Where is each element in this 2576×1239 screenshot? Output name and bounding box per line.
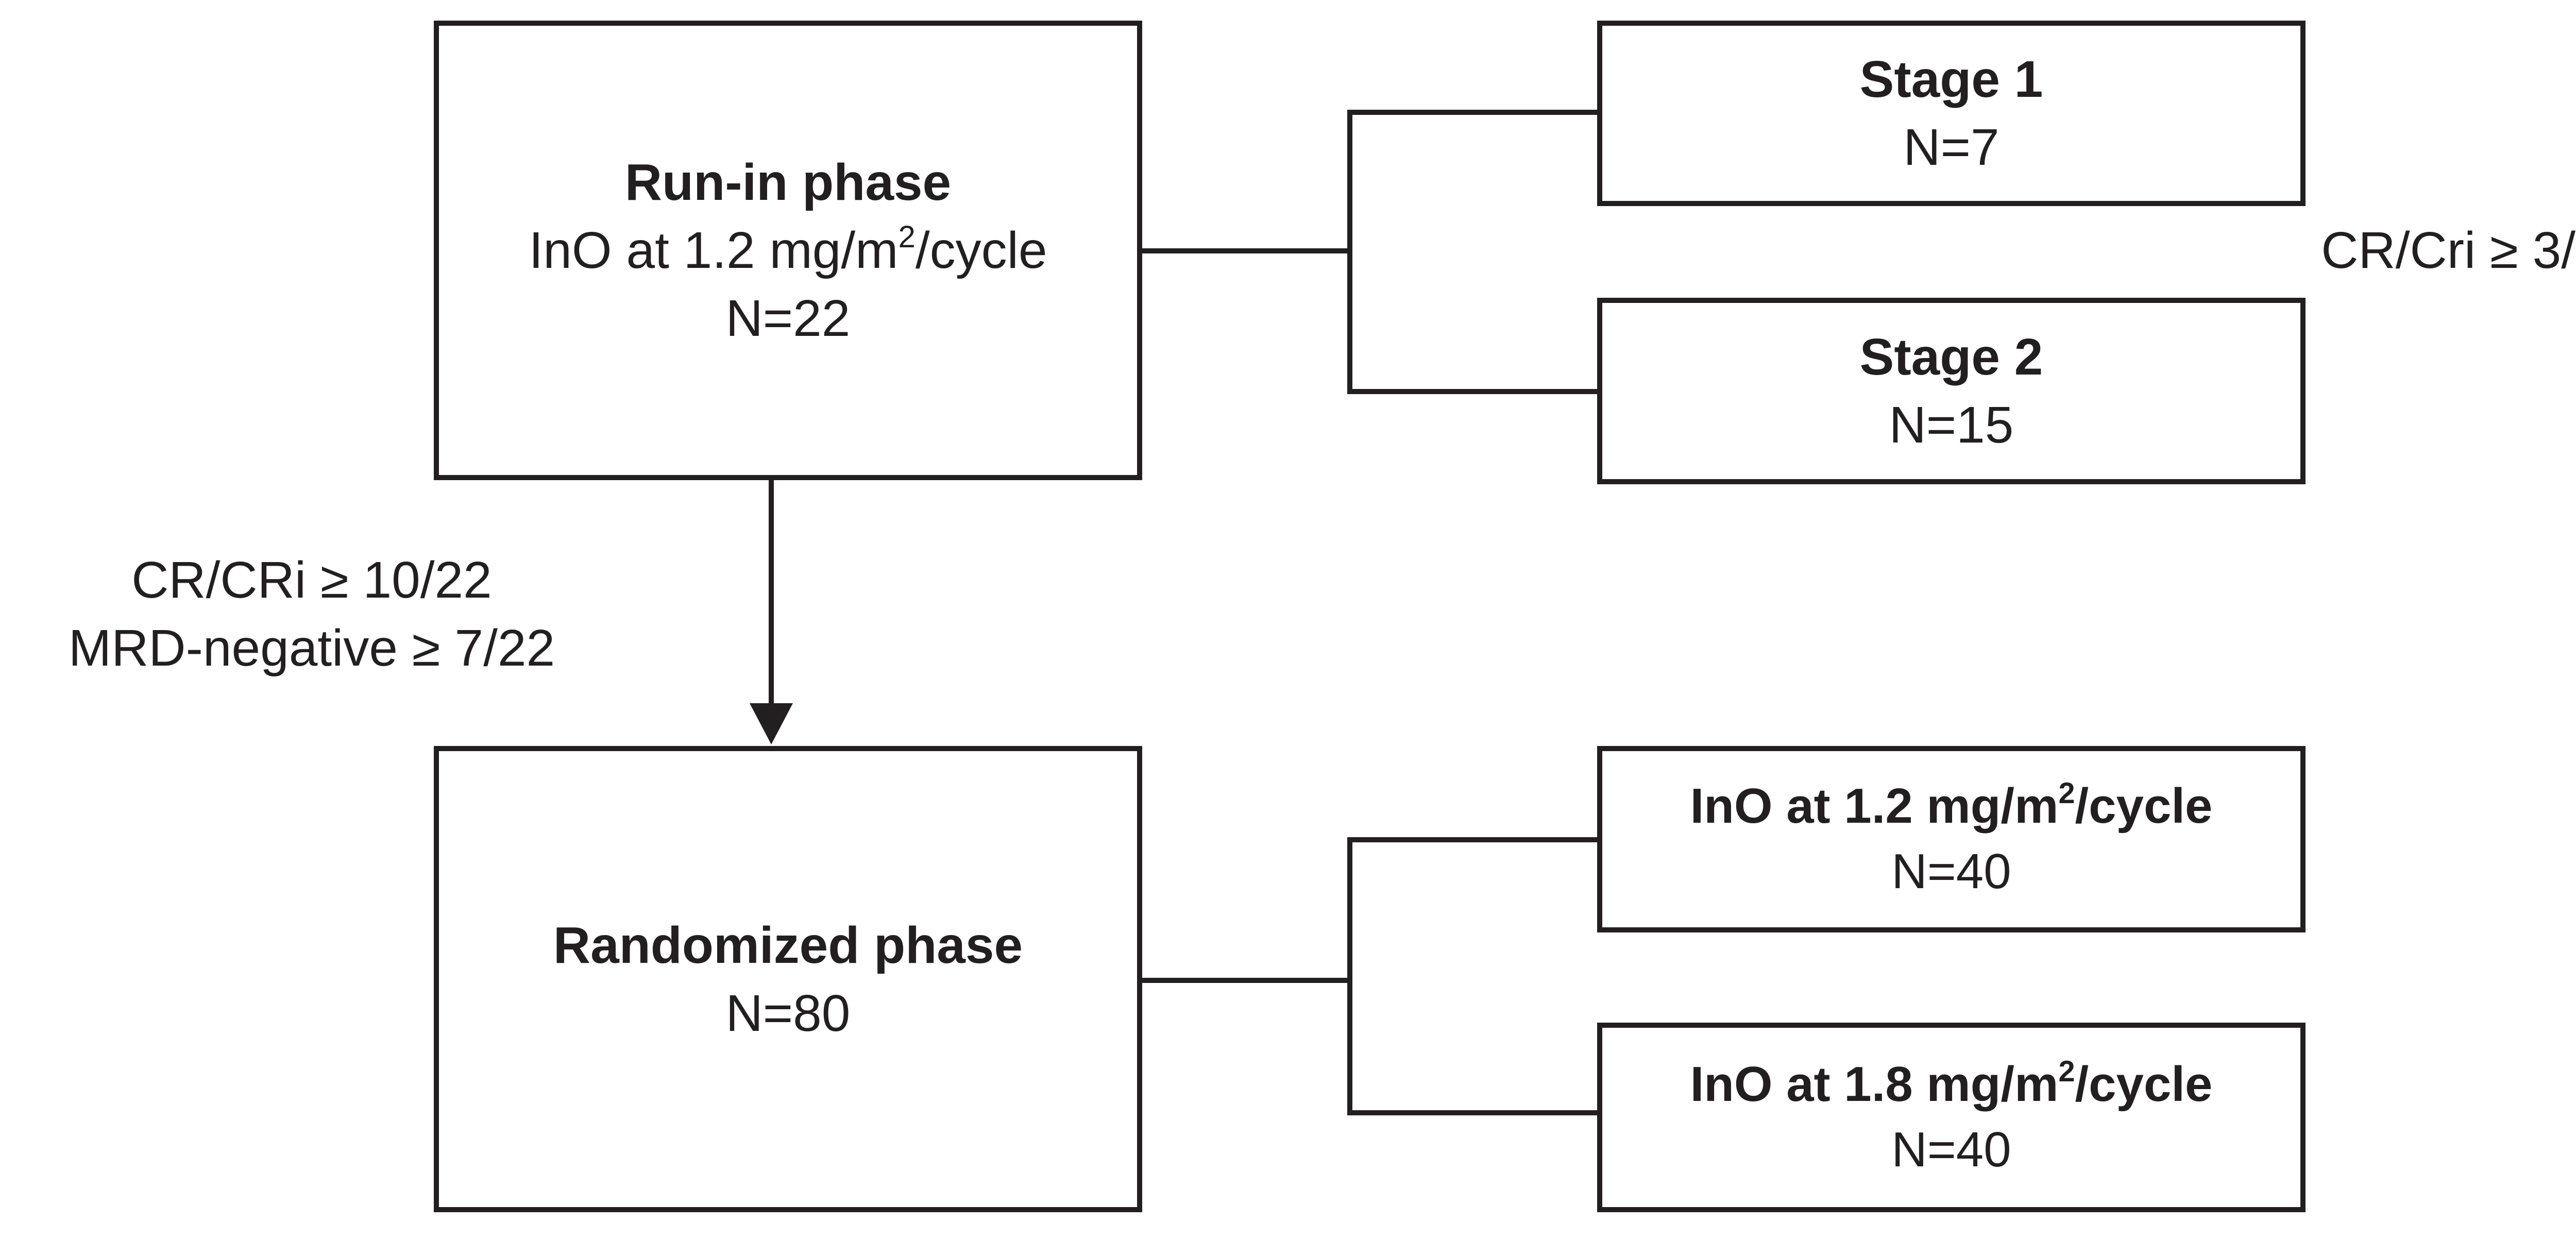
stage-1-title: Stage 1 [1859, 50, 2043, 108]
arm-2-title: InO at 1.8 mg/m2/cycle [1690, 1055, 2213, 1112]
randomized-phase-box: Randomized phase N=80 [434, 746, 1142, 1212]
arm-1-box: InO at 1.2 mg/m2/cycle N=40 [1597, 746, 2306, 932]
randomized-phase-title: Randomized phase [553, 916, 1023, 974]
arm-2-box: InO at 1.8 mg/m2/cycle N=40 [1597, 1023, 2306, 1212]
randomized-phase-n: N=80 [725, 984, 851, 1042]
run-in-phase-n: N=22 [725, 290, 851, 347]
run-in-phase-title: Run-in phase [624, 154, 952, 211]
transition-criteria-line2: MRD-negative ≥ 7/22 [68, 619, 555, 677]
arm-2-n: N=40 [1891, 1122, 2011, 1177]
down-arrow-head-icon [750, 703, 793, 744]
stage-1-box: Stage 1 N=7 [1597, 21, 2306, 206]
stage-2-n: N=15 [1889, 396, 2014, 454]
run-in-phase-box: Run-in phase InO at 1.2 mg/m2/cycle N=22 [434, 21, 1142, 480]
stage-2-title: Stage 2 [1859, 328, 2043, 386]
stage-2-box: Stage 2 N=15 [1597, 298, 2306, 484]
arm-1-title: InO at 1.2 mg/m2/cycle [1690, 776, 2213, 834]
transition-criteria-label: CR/CRi ≥ 10/22 MRD-negative ≥ 7/22 [10, 546, 613, 682]
stage-1-n: N=7 [1903, 118, 1999, 176]
transition-criteria-line1: CR/CRi ≥ 10/22 [131, 551, 492, 609]
run-in-phase-dose: InO at 1.2 mg/m2/cycle [529, 219, 1047, 279]
arm-1-n: N=40 [1891, 844, 2011, 899]
stage-criterion-label: CR/Cri ≥ 3/7 [2321, 222, 2576, 279]
